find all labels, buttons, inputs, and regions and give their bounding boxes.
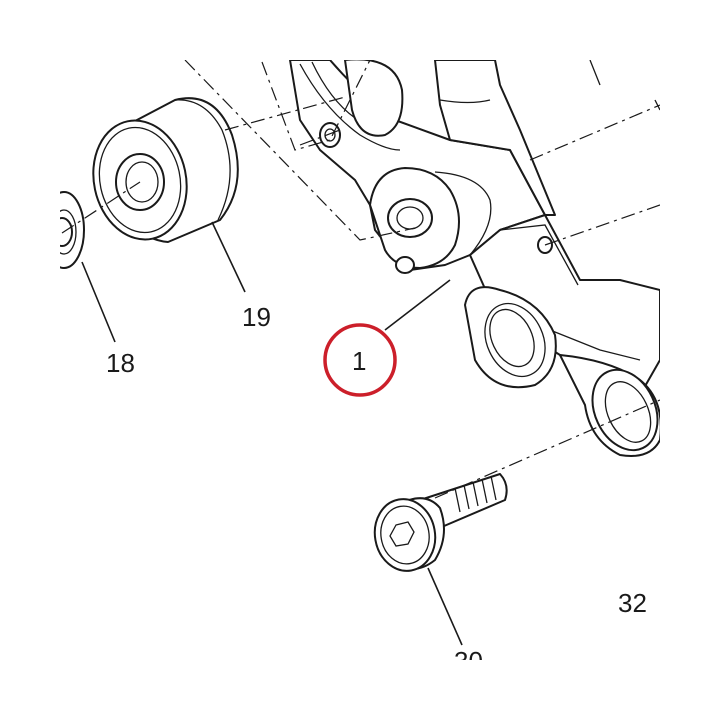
roller-part-19 (92, 97, 239, 243)
label-1: 1 (352, 346, 366, 376)
label-19: 19 (242, 302, 271, 332)
screw-part-30 (373, 473, 508, 572)
washer-part-18 (60, 191, 85, 269)
highlight-circle-part-1 (323, 323, 397, 397)
label-18: 18 (106, 348, 135, 378)
axis-lines (61, 60, 660, 499)
bracket-part-1 (289, 60, 660, 457)
leader-lines (81, 221, 463, 646)
label-32: 32 (618, 588, 647, 618)
